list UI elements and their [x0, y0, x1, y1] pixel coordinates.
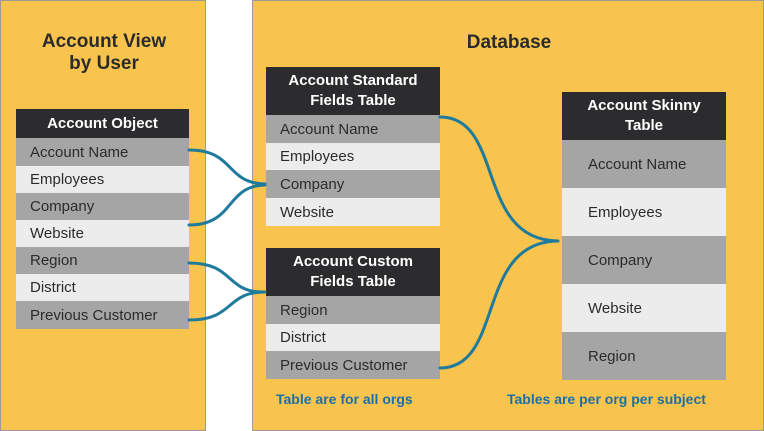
table-row: Region [16, 247, 189, 274]
table-row: Employees [562, 188, 726, 236]
table-row: Employees [266, 143, 440, 170]
cell-label: Account Name [30, 143, 129, 161]
table-row: Account Name [16, 138, 189, 166]
skinny-table-header-line2: Table [624, 117, 664, 134]
account-object-header: Account Object [16, 109, 189, 138]
table-row: District [16, 274, 189, 301]
table-row: Website [562, 284, 726, 332]
cell-label: Website [280, 203, 334, 221]
account-view-title-line1: Account View [41, 31, 167, 52]
account-view-panel: Account View by User Account Object Acco… [0, 0, 206, 431]
cell-label: Region [280, 301, 328, 319]
skinny-table-header: Account Skinny Table [562, 92, 726, 140]
cell-label: Company [588, 251, 653, 269]
table-row: Company [562, 236, 726, 284]
standard-fields-header-line2: Fields Table [310, 92, 396, 109]
custom-fields-header: Account Custom Fields Table [266, 248, 440, 296]
cell-label: Previous Customer [280, 356, 408, 374]
database-panel: Database Account Standard Fields Table A… [252, 0, 764, 431]
custom-fields-header-line2: Fields Table [310, 273, 396, 290]
standard-fields-header: Account Standard Fields Table [266, 67, 440, 115]
table-row: Previous Customer [266, 351, 440, 379]
all-orgs-note: Table are for all orgs [276, 391, 413, 407]
cell-label: District [30, 279, 76, 296]
table-row: Website [16, 220, 189, 247]
table-row: Region [266, 296, 440, 324]
custom-fields-header-line1: Account Custom [293, 253, 413, 270]
cell-label: Employees [280, 148, 355, 165]
standard-fields-header-line1: Account Standard [288, 72, 418, 89]
account-object-table: Account Object Account Name Employees Co… [16, 109, 189, 329]
cell-label: Company [30, 198, 95, 215]
cell-label: Previous Customer [30, 306, 158, 324]
account-view-title-line2: by User [69, 53, 139, 74]
cell-label: Region [30, 252, 78, 269]
standard-fields-table: Account Standard Fields Table Account Na… [266, 67, 440, 226]
table-row: Region [562, 332, 726, 380]
cell-label: Website [588, 299, 642, 317]
cell-label: Website [30, 225, 84, 242]
cell-label: Account Name [280, 120, 379, 138]
cell-label: District [280, 329, 326, 346]
cell-label: Account Name [588, 155, 687, 173]
table-row: Previous Customer [16, 301, 189, 329]
skinny-table-header-line1: Account Skinny [587, 97, 701, 114]
cell-label: Region [588, 347, 636, 365]
skinny-table: Account Skinny Table Account Name Employ… [562, 92, 726, 380]
table-row: Website [266, 198, 440, 226]
custom-fields-table: Account Custom Fields Table Region Distr… [266, 248, 440, 379]
database-title: Database [466, 32, 552, 53]
cell-label: Employees [588, 203, 663, 221]
per-org-note: Tables are per org per subject [507, 391, 706, 407]
table-row: Account Name [562, 140, 726, 188]
cell-label: Company [280, 175, 345, 193]
cell-label: Employees [30, 171, 105, 188]
table-row: District [266, 324, 440, 351]
table-row: Company [266, 170, 440, 198]
table-row: Employees [16, 166, 189, 193]
account-view-title: Account View by User [1, 31, 207, 75]
table-row: Account Name [266, 115, 440, 143]
table-row: Company [16, 193, 189, 220]
